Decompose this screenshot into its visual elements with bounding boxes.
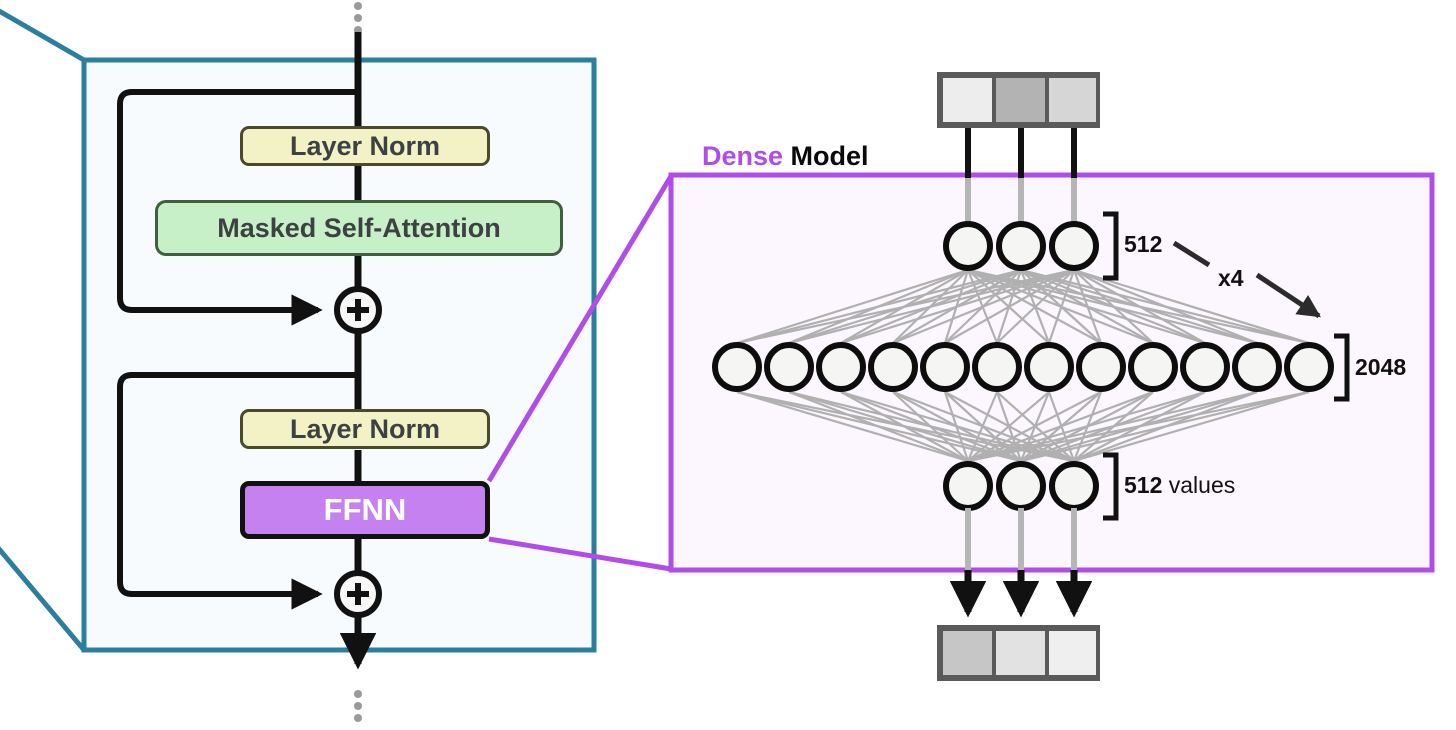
- residual-adder-2: [334, 570, 382, 618]
- input-token-wires: [965, 128, 1077, 222]
- bracket-hidden-2048: [1334, 333, 1350, 402]
- output-layer-size-number: 512: [1124, 472, 1163, 498]
- residual-adder-1: [334, 286, 382, 334]
- layer-norm-1-label: Layer Norm: [289, 130, 441, 161]
- output-token-wires: [949, 508, 1093, 618]
- dense-model-title: Dense Model: [702, 141, 869, 172]
- output-layer-size-label: 512 values: [1124, 472, 1235, 499]
- neuron-layer-input: [943, 221, 1099, 271]
- masked-self-attention-box[interactable]: Masked Self-Attention: [155, 200, 563, 256]
- bracket-input-512: [1103, 211, 1119, 281]
- layer-norm-1-box[interactable]: Layer Norm: [240, 126, 490, 166]
- teal-zoom-connectors: [0, 8, 86, 652]
- dense-model-title-rest: Model: [783, 141, 869, 171]
- x4-label: x4: [1218, 265, 1244, 291]
- residual-path-2: [117, 372, 358, 610]
- x4-annotation-arrow: [1172, 240, 1321, 319]
- transformer-spine: [339, 2, 377, 722]
- neuron-layer-hidden: [712, 342, 1334, 392]
- dense-model-title-accent: Dense: [702, 141, 784, 171]
- hidden-layer-size-label: 2048: [1355, 354, 1407, 380]
- neuron-layer-output: [943, 461, 1099, 511]
- layer-norm-2-box[interactable]: Layer Norm: [240, 409, 490, 449]
- bracket-output-512: [1103, 452, 1119, 521]
- input-token-row: [937, 72, 1100, 128]
- dense-connections-top: [736, 268, 1310, 345]
- ffnn-label: FFNN: [323, 492, 407, 527]
- output-layer-size-suffix: values: [1162, 472, 1236, 498]
- residual-path-1: [117, 89, 358, 326]
- layer-norm-2-label: Layer Norm: [289, 413, 441, 444]
- masked-self-attention-label: Masked Self-Attention: [217, 212, 501, 243]
- output-token-row: [937, 625, 1100, 681]
- input-layer-size-label: 512: [1124, 231, 1163, 257]
- dense-connections-bottom: [736, 390, 1310, 463]
- ffnn-box[interactable]: FFNN: [240, 481, 490, 539]
- purple-zoom-connectors: [486, 174, 674, 572]
